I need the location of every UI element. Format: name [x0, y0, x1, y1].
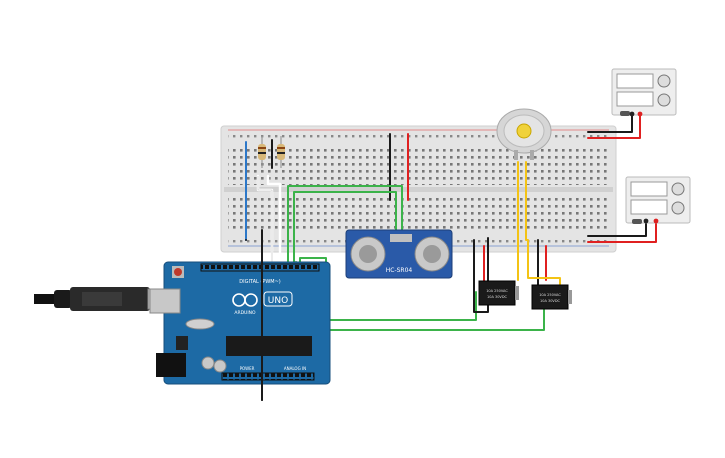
reset-button[interactable]	[174, 268, 182, 276]
sensor-model-label: HC-SR04	[386, 267, 413, 274]
power-supply-icon	[625, 176, 691, 224]
relay-icon: 10A 250VAC 10A 30VDC	[531, 284, 572, 310]
breadboard-upper-strip	[228, 149, 609, 185]
relay-label: 10A 250VAC	[539, 293, 561, 297]
relay-label: 10A 250VAC	[486, 289, 508, 293]
breadboard-top-rail	[228, 131, 609, 142]
power-header-label: POWER	[240, 366, 255, 371]
breadboard-channel	[224, 187, 613, 192]
arduino-brand-label: ARDUINO	[234, 310, 256, 316]
relay-sublabel: 10A 30VDC	[487, 295, 508, 299]
relay-sublabel: 10A 30VDC	[540, 299, 561, 303]
resistor-icon	[258, 136, 266, 168]
ultrasonic-sensor: HC-SR04	[345, 229, 453, 279]
resistor-icon	[277, 136, 285, 168]
breadboard-lower-strip	[228, 195, 609, 231]
dc-motor-icon	[496, 108, 552, 160]
arduino-uno-board: ARDUINO UNO DIGITAL (PWM~) POWER ANALOG …	[149, 261, 331, 385]
digital-pwm-label: DIGITAL (PWM~)	[239, 279, 281, 285]
arduino-model-label: UNO	[268, 296, 288, 306]
wires	[245, 113, 657, 401]
power-supply-icon	[611, 68, 677, 117]
analog-header-label: ANALOG IN	[284, 366, 306, 371]
relay-icon: 10A 250VAC 10A 30VDC	[478, 280, 519, 306]
